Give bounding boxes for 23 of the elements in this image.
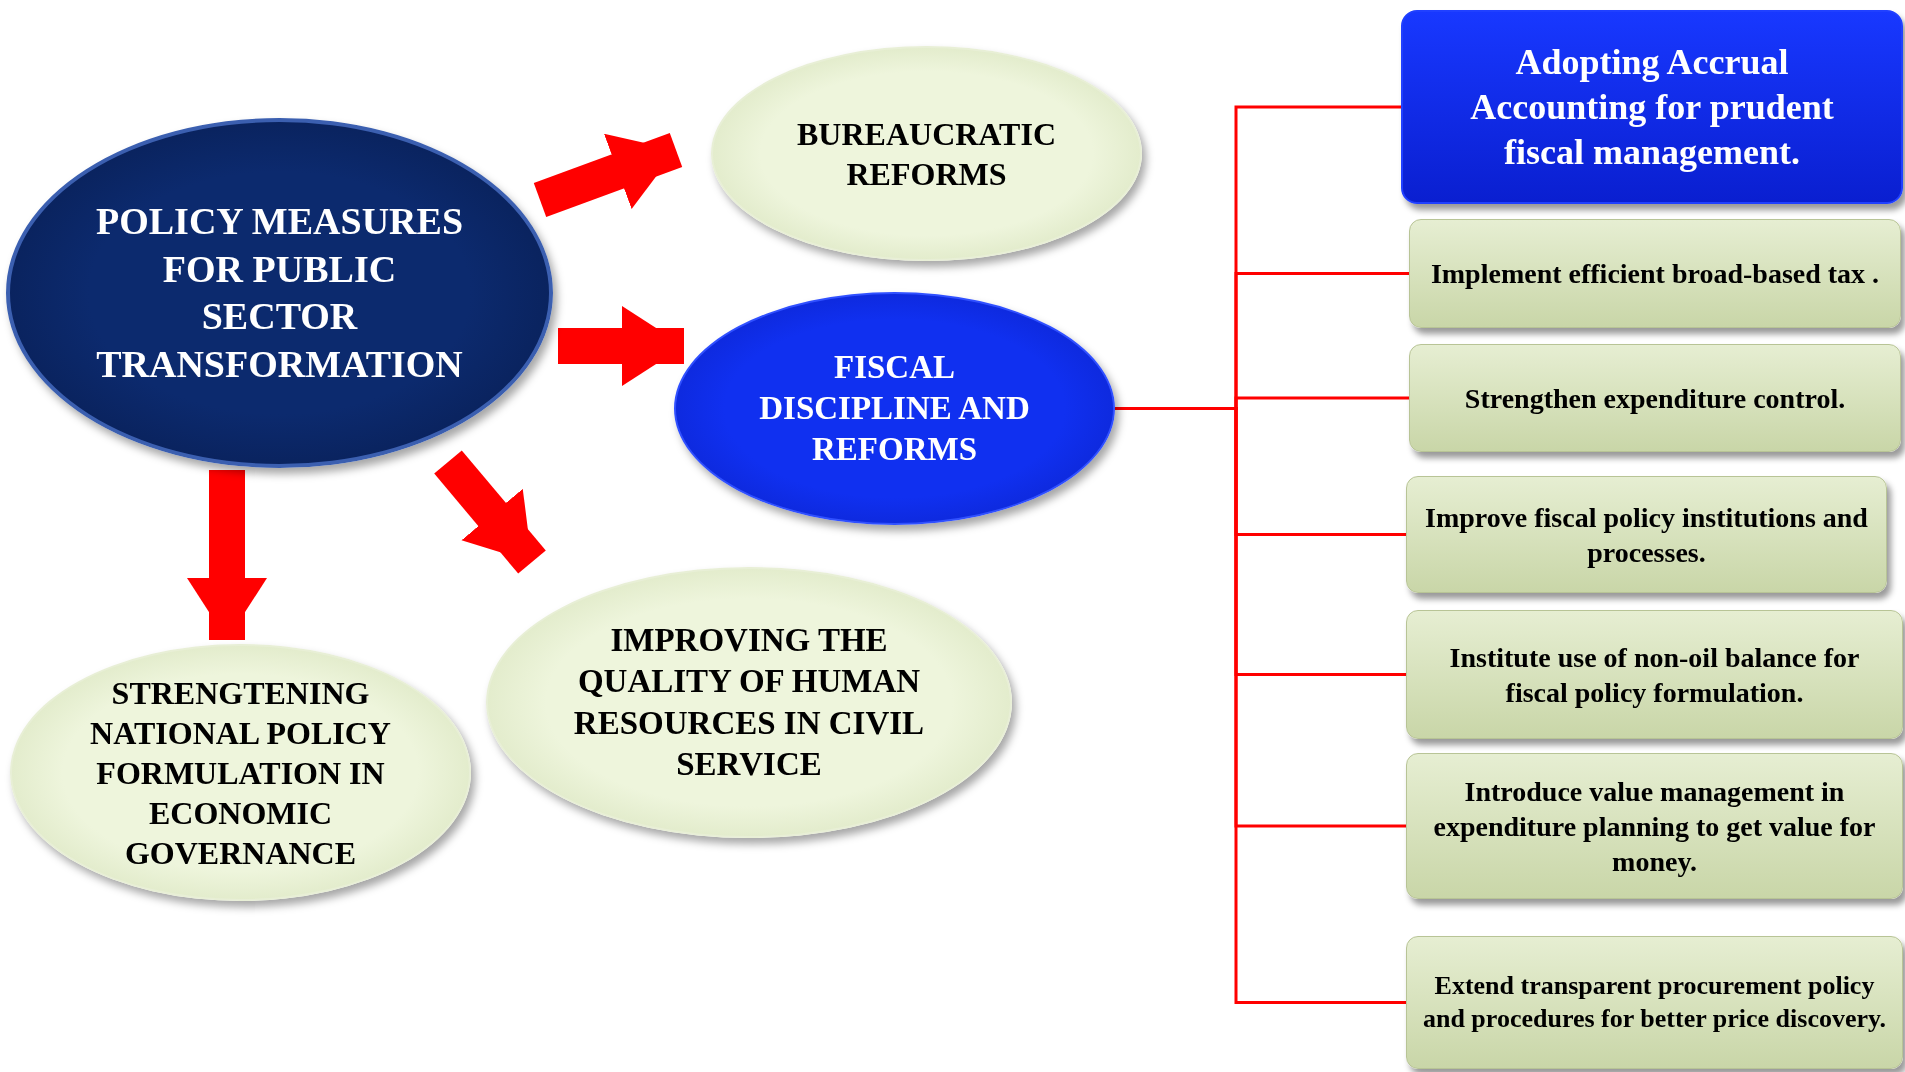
measure-box xyxy=(1409,219,1901,328)
block-arrow xyxy=(434,450,546,574)
node-text: Implement efficient broad-based tax . xyxy=(1429,257,1881,291)
node-text: Improve fiscal policy institutions and processes. xyxy=(1424,500,1869,570)
block-arrow xyxy=(558,306,684,386)
measure-box xyxy=(1406,753,1903,899)
measure-box xyxy=(1406,476,1887,593)
node-text: STRENGTENING NATIONAL POLICY FORMULATION IN ECONOMIC GOVERNANCE xyxy=(89,673,392,873)
measure-box xyxy=(1406,610,1903,739)
measure-box xyxy=(1406,936,1903,1069)
node-text: Adopting Accrual Accounting for prudent fiscal management. xyxy=(1469,40,1835,174)
highlight-box xyxy=(1401,10,1903,204)
node-text: FISCAL DISCIPLINE AND REFORMS xyxy=(758,347,1031,470)
block-arrow xyxy=(187,470,267,640)
node-text: Strengthen expenditure control. xyxy=(1463,381,1847,416)
node-text: Extend transparent procurement policy and procedures for better price discovery. xyxy=(1421,970,1888,1035)
node-text: Institute use of non-oil balance for fiscal policy formulation. xyxy=(1448,640,1861,710)
node-text: IMPROVING THE QUALITY OF HUMAN RESOURCES IN CIVIL SERVICE xyxy=(572,621,926,784)
node-text: Introduce value management in expenditure planning to get value for money. xyxy=(1432,774,1877,879)
block-arrow xyxy=(533,133,683,217)
node-text: BUREAUCRATIC REFORMS xyxy=(796,114,1057,194)
node-text: POLICY MEASURES FOR PUBLIC SECTOR TRANSFORMATION xyxy=(95,199,464,387)
measure-box xyxy=(1409,344,1901,452)
